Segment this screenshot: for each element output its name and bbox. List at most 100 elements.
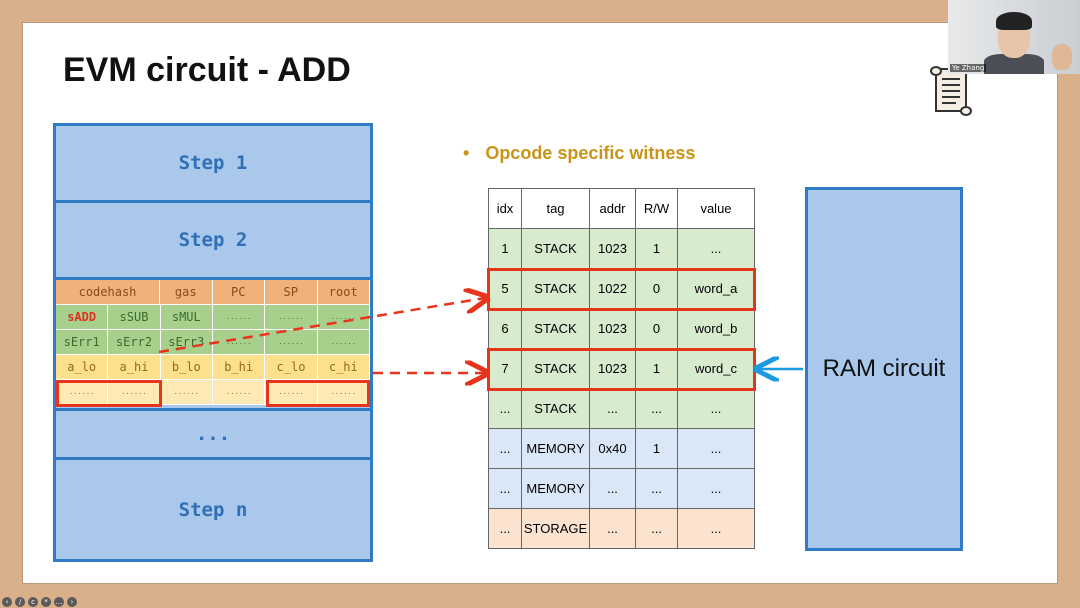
table-cell: ...	[589, 388, 636, 429]
grid-cell-c-hi: c_hi	[317, 355, 370, 379]
grid-cell: ......	[108, 380, 161, 404]
table-cell: ...	[677, 468, 755, 509]
table-cell: 0	[635, 308, 678, 349]
table-cell: ...	[488, 468, 522, 509]
grid-cell: ......	[212, 330, 266, 354]
table-row: ...STACK.........	[488, 388, 755, 429]
grid-cell: SP	[265, 280, 318, 304]
table-cell: ...	[488, 428, 522, 469]
step-2-label: Step 2	[178, 229, 248, 251]
grid-cell: codehash	[56, 280, 160, 304]
grid-cell: ......	[265, 305, 318, 329]
grid-cell: sMUL	[160, 305, 213, 329]
table-cell: ...	[677, 228, 755, 269]
col-header-idx: idx	[488, 188, 522, 229]
grid-cell: PC	[212, 280, 265, 304]
presenter-name: Ye Zhang	[950, 64, 987, 72]
presenter-shirt	[984, 54, 1044, 74]
grid-cell: ......	[265, 330, 318, 354]
col-header-value: value	[677, 188, 755, 229]
grid-cell: ......	[265, 380, 318, 404]
opcode-witness-bullet: •Opcode specific witness	[463, 143, 695, 164]
col-header-addr: addr	[589, 188, 636, 229]
table-row: ...STORAGE.........	[488, 508, 755, 549]
presenter-hair	[996, 12, 1032, 30]
table-cell: STORAGE	[521, 508, 590, 549]
grid-cell-a-hi: a_hi	[108, 355, 161, 379]
captions-icon[interactable]: c	[28, 597, 38, 607]
step-ellipsis-label: ...	[195, 423, 231, 445]
grid-cell: ......	[212, 305, 266, 329]
table-cell: STACK	[521, 388, 590, 429]
presenter-hand	[1052, 44, 1072, 70]
table-cell: ...	[677, 508, 755, 549]
pen-icon[interactable]: /	[15, 597, 25, 607]
ram-circuit-label: RAM circuit	[822, 355, 946, 382]
table-cell: 1023	[589, 348, 636, 389]
grid-cell: ......	[317, 305, 370, 329]
table-cell: ...	[589, 468, 636, 509]
grid-cell: root	[317, 280, 370, 304]
grid-cell: ......	[212, 380, 266, 404]
table-cell: word_c	[677, 348, 755, 389]
grid-row-header: codehash gas PC SP root	[56, 280, 370, 305]
table-cell: STACK	[521, 268, 590, 309]
grid-row-opcodes: sADD sSUB sMUL ...... ...... ......	[56, 305, 370, 330]
player-controls: ‹ / c * … ›	[2, 597, 77, 607]
table-cell: 1	[488, 228, 522, 269]
word-a-row-highlight	[487, 268, 756, 311]
table-header-row: idx tag addr R/W value	[488, 188, 755, 229]
grid-cell-a-lo: a_lo	[56, 355, 109, 379]
table-cell: MEMORY	[521, 468, 590, 509]
table-cell: 1023	[589, 228, 636, 269]
col-header-rw: R/W	[635, 188, 678, 229]
steps-column: Step 1 Step 2 codehash gas PC SP root sA…	[53, 123, 373, 562]
table-cell: 1	[635, 428, 678, 469]
grid-cell: sSUB	[108, 305, 161, 329]
table-cell: 6	[488, 308, 522, 349]
table-cell: 1	[635, 228, 678, 269]
grid-cell: sErr2	[108, 330, 161, 354]
grid-cell: sErr3	[160, 330, 213, 354]
ram-circuit-box: RAM circuit	[805, 187, 963, 551]
grid-cell-sadd: sADD	[56, 305, 109, 329]
back-icon[interactable]: ‹	[2, 597, 12, 607]
table-cell: ...	[589, 508, 636, 549]
col-header-tag: tag	[521, 188, 590, 229]
presenter-video: Ye Zhang	[948, 0, 1080, 74]
step-n-label: Step n	[178, 498, 248, 521]
grid-row-operands: a_lo a_hi b_lo b_hi c_lo c_hi	[56, 355, 370, 380]
grid-cell: gas	[160, 280, 213, 304]
table-cell: STACK	[521, 308, 590, 349]
more-icon[interactable]: …	[54, 597, 64, 607]
grid-cell: ......	[317, 380, 370, 404]
table-cell: ...	[488, 388, 522, 429]
step-ellipsis: ...	[56, 408, 370, 460]
table-cell: 1022	[589, 268, 636, 309]
forward-icon[interactable]: ›	[67, 597, 77, 607]
step-1-label: Step 1	[178, 152, 248, 174]
bullet-text: Opcode specific witness	[485, 143, 696, 163]
grid-row-errors: sErr1 sErr2 sErr3 ...... ...... ......	[56, 330, 370, 355]
table-row: ...MEMORY.........	[488, 468, 755, 509]
table-cell: ...	[635, 468, 678, 509]
c-operand-highlight	[266, 380, 370, 407]
table-cell: word_b	[677, 308, 755, 349]
grid-cell: ......	[160, 380, 213, 404]
settings-icon[interactable]: *	[41, 597, 51, 607]
grid-cell-b-hi: b_hi	[212, 355, 266, 379]
table-cell: ...	[635, 388, 678, 429]
grid-cell: sErr1	[56, 330, 109, 354]
slide: EVM circuit - ADD Step 1 Step 2 codehash…	[22, 22, 1058, 584]
table-cell: ...	[635, 508, 678, 549]
table-cell: ...	[677, 428, 755, 469]
a-operand-highlight	[56, 380, 162, 407]
grid-cell-c-lo: c_lo	[265, 355, 318, 379]
table-cell: ...	[677, 388, 755, 429]
step-2: Step 2	[56, 203, 370, 280]
word-c-row-highlight	[487, 348, 756, 391]
